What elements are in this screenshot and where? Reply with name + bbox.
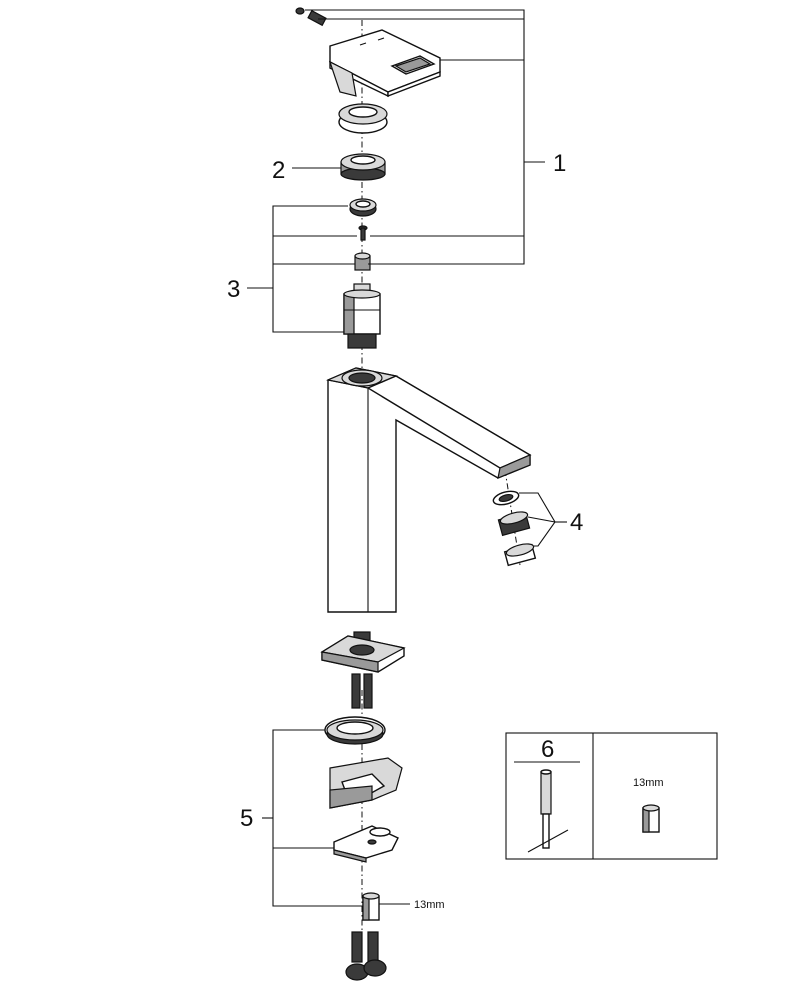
- supply-hoses-upper: [351, 673, 373, 709]
- mounting-nut: [362, 892, 380, 921]
- hex-nut-icon: [642, 804, 660, 833]
- cap-ring: [338, 103, 388, 134]
- callout-3: 3: [227, 276, 240, 303]
- socket-wrench-tool: [527, 769, 569, 853]
- handle-lever: [328, 29, 441, 98]
- callout-4: 4: [570, 509, 583, 536]
- leader-5: [272, 729, 363, 907]
- supply-hoses-lower: [345, 931, 387, 981]
- nut-size-label-bottom: 13mm: [414, 899, 445, 911]
- aerator-housing: [503, 543, 537, 567]
- callout-6: 6: [541, 736, 554, 763]
- fixing-ring: [324, 716, 386, 745]
- leader-3: [272, 205, 348, 333]
- tool-inset: 6 13mm: [505, 732, 718, 860]
- base-plate: [320, 635, 406, 673]
- callout-5: 5: [240, 805, 253, 832]
- aerator-insert: [497, 511, 531, 537]
- spindle-extension: [354, 252, 371, 271]
- aerator-washer: [492, 490, 520, 506]
- gasket-plate: [329, 757, 403, 809]
- adapter-ring: [349, 198, 377, 217]
- cartridge: [343, 283, 381, 349]
- faucet-body: [325, 367, 532, 613]
- small-screw: [358, 225, 368, 241]
- spout-axis: [504, 469, 521, 566]
- clamp-bracket: [333, 825, 399, 863]
- nut-size-label-inset: 13mm: [633, 777, 664, 789]
- handle-screw: [295, 7, 327, 27]
- leader-1: [305, 9, 525, 265]
- callout-1: 1: [553, 150, 566, 177]
- bonnet-nut: [340, 153, 386, 181]
- callout-2: 2: [272, 157, 285, 184]
